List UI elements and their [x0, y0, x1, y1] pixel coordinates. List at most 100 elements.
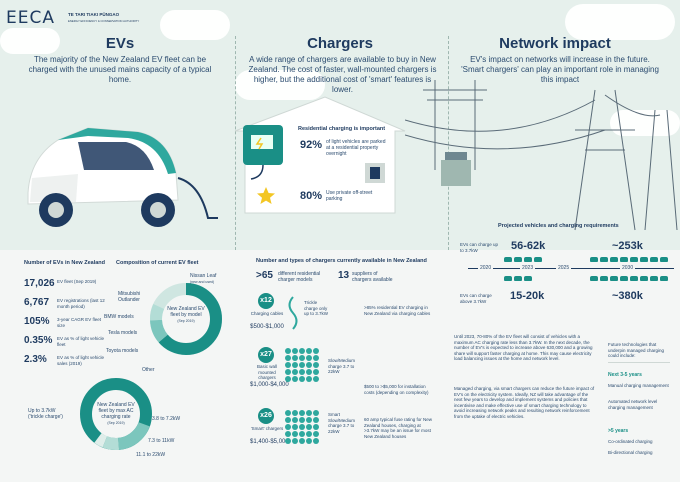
residential-stat2-value: 80% [300, 190, 323, 202]
projection-2030-high-charge: ~380k [612, 290, 643, 302]
ev-stat-value: 17,026 [24, 278, 55, 289]
charger-price: $1,400-$5,000 [250, 439, 289, 445]
charger-types-stat1-value: >65 [256, 270, 273, 281]
ev-car-illustration [27, 127, 218, 227]
ev-row-upper-2030 [590, 255, 668, 263]
logo: EECA TE TARI TIAKI PŪNGAO ENERGY EFFICIE… [6, 8, 139, 30]
year-label: 2023 [520, 265, 536, 271]
charger-count-badge: x27 [258, 347, 274, 363]
ev-stat-text: EV as % of light vehicle fleet [57, 336, 105, 347]
network-intro: EV's impact on networks will increase in… [461, 55, 659, 84]
body-paragraph-1: Until 2023, 70-80% of the EV fleet will … [454, 334, 593, 361]
charger-types-heading: Number and types of chargers currently a… [256, 258, 427, 264]
ev-row-lower [504, 274, 532, 282]
logo-mark: EECA [6, 8, 55, 28]
charger-rate: Slow/Medium charge 3.7 to 22kW [328, 358, 356, 374]
charger-note: $500 to >$5,000 for installation costs (… [364, 384, 429, 395]
power-pylons-illustration [405, 80, 678, 231]
label-mitsubishi: Mitsubishi Outlander [118, 291, 141, 303]
smart-charger-grid [285, 410, 319, 444]
ev-row-upper [504, 255, 542, 263]
charger-note: 60 amp typical fuse rating for New Zeala… [364, 417, 433, 439]
ev-stat-value: 105% [24, 316, 50, 327]
residential-panel: Residential charging is important 92% of… [292, 126, 407, 206]
ev-stat: 0.35% EV as % of light vehicle fleet [24, 335, 105, 355]
future-item: Co-ordinated charging [608, 439, 653, 444]
label-bmw: BMW models [104, 314, 134, 320]
year-label: 2030 [620, 265, 636, 271]
residential-stat1-value: 92% [300, 139, 323, 151]
network-title: Network impact [499, 35, 611, 52]
ev-stat-text: EV registrations (last 12 month period) [57, 298, 105, 309]
house-illustration [234, 96, 406, 214]
label-nissan-sub: (new and used) [190, 280, 215, 284]
charger-rate: Trickle charge only up to 3.7kW [304, 300, 329, 316]
residential-stat2-text: Use private off-street parking [326, 190, 373, 202]
future-divider [608, 362, 670, 363]
projection-row1-label: EVs can charge up to 3.7kW [460, 242, 499, 253]
charger-note: >85% residential EV charging in New Zeal… [364, 305, 431, 316]
label-tesla: Tesla models [108, 330, 138, 336]
ev-row-lower-2030 [590, 274, 668, 282]
composition-center-label: New Zealand EV fleet by model [167, 306, 205, 318]
composition-center-date: (Sep 2019) [177, 319, 195, 323]
projection-2023-high-charge: 15-20k [510, 290, 545, 302]
year-label: 2025 [556, 265, 572, 271]
charger-types-stat2-value: 13 [338, 270, 350, 281]
charger-rate: Smart Slow/Medium charge 3.7 to 22kW [328, 412, 356, 434]
body-paragraph-2: Managed charging, via smart chargers can… [454, 386, 595, 419]
future-item: Automated network level charging managem… [608, 399, 658, 410]
future-intro: Future technologies that underpin manage… [608, 342, 665, 358]
evs-intro: The majority of the New Zealand EV fleet… [28, 55, 212, 84]
projection-heading: Projected vehicles and charging requirem… [498, 223, 619, 229]
logo-line1: TE TARI TIAKI PŪNGAO [68, 12, 120, 17]
label-other: Other [142, 367, 155, 373]
label-nissan: Nissan Leaf [190, 273, 217, 279]
ev-stat-value: 6,767 [24, 297, 50, 308]
wall-charger-grid [285, 348, 319, 382]
future-item: Manual charging management [608, 383, 669, 388]
charger-count-badge: x12 [258, 293, 274, 309]
ev-stat-text: EV as % of light vehicle sales (2019) [57, 355, 105, 366]
ev-stat: 2.3% EV as % of light vehicle sales (201… [24, 354, 105, 374]
ev-numbers-heading: Number of EVs in New Zealand [24, 260, 105, 266]
label-11-1: 11.1 to 22kW [136, 452, 166, 458]
ev-stat: 105% 3-year CAGR EV fleet size [24, 316, 102, 336]
evs-title: EVs [105, 35, 135, 52]
projection-2023-low-charge: 56-62k [511, 240, 546, 252]
charger-types-stat2-text: suppliers of chargers available [352, 271, 393, 283]
ev-stat: 6,767 EV registrations (last 12 month pe… [24, 297, 105, 317]
composition-center: New Zealand EV fleet by model (Sep 2019) [162, 306, 210, 324]
year-label: 2020 [478, 265, 494, 271]
chargers-title: Chargers [307, 35, 373, 52]
charger-name: Basic wall mounted chargers [256, 364, 277, 380]
ev-stat: 17,026 EV fleet (Sep 2019) [24, 278, 102, 298]
label-3-8: 3.8 to 7.2kW [152, 416, 181, 422]
ev-stat-value: 0.35% [24, 335, 53, 346]
composition-donut [150, 283, 222, 355]
composition-heading: Composition of current EV fleet [116, 260, 199, 266]
charging-rate-center-label: New Zealand EV fleet by max AC charging … [97, 402, 135, 420]
charger-price: $500-$1,000 [250, 324, 284, 330]
projection-2030-low-charge: ~253k [612, 240, 643, 252]
charger-name: 'Smart' chargers [250, 426, 284, 431]
label-trickle: Up to 3.7kW ('trickle charge') [28, 408, 63, 420]
charging-rate-center-date: (Sep 2019) [107, 421, 125, 425]
star-icon [257, 187, 275, 204]
chargers-intro: A wide range of chargers are available t… [248, 55, 437, 94]
charger-price: $1,000-$4,000 [250, 382, 289, 388]
future-heading-near: Next 3-5 years [608, 372, 642, 378]
ev-stat-text: 3-year CAGR EV fleet size [57, 317, 102, 328]
residential-heading: Residential charging is important [298, 126, 386, 132]
ev-stat-text: EV fleet (Sep 2019) [57, 279, 97, 284]
logo-line2: ENERGY EFFICIENCY & CONSERVATION AUTHORI… [68, 19, 140, 23]
charging-rate-donut [80, 378, 152, 450]
future-heading-far: >5 years [608, 428, 629, 434]
future-item: Bi-directional charging [608, 450, 653, 455]
residential-stat1-text: of light vehicles are parked at a reside… [326, 139, 386, 157]
label-7-3: 7.3 to 11kW [148, 438, 175, 444]
ev-stat-value: 2.3% [24, 354, 47, 365]
label-toyota: Toyota models [106, 348, 139, 354]
charging-rate-center: New Zealand EV fleet by max AC charging … [92, 402, 140, 426]
